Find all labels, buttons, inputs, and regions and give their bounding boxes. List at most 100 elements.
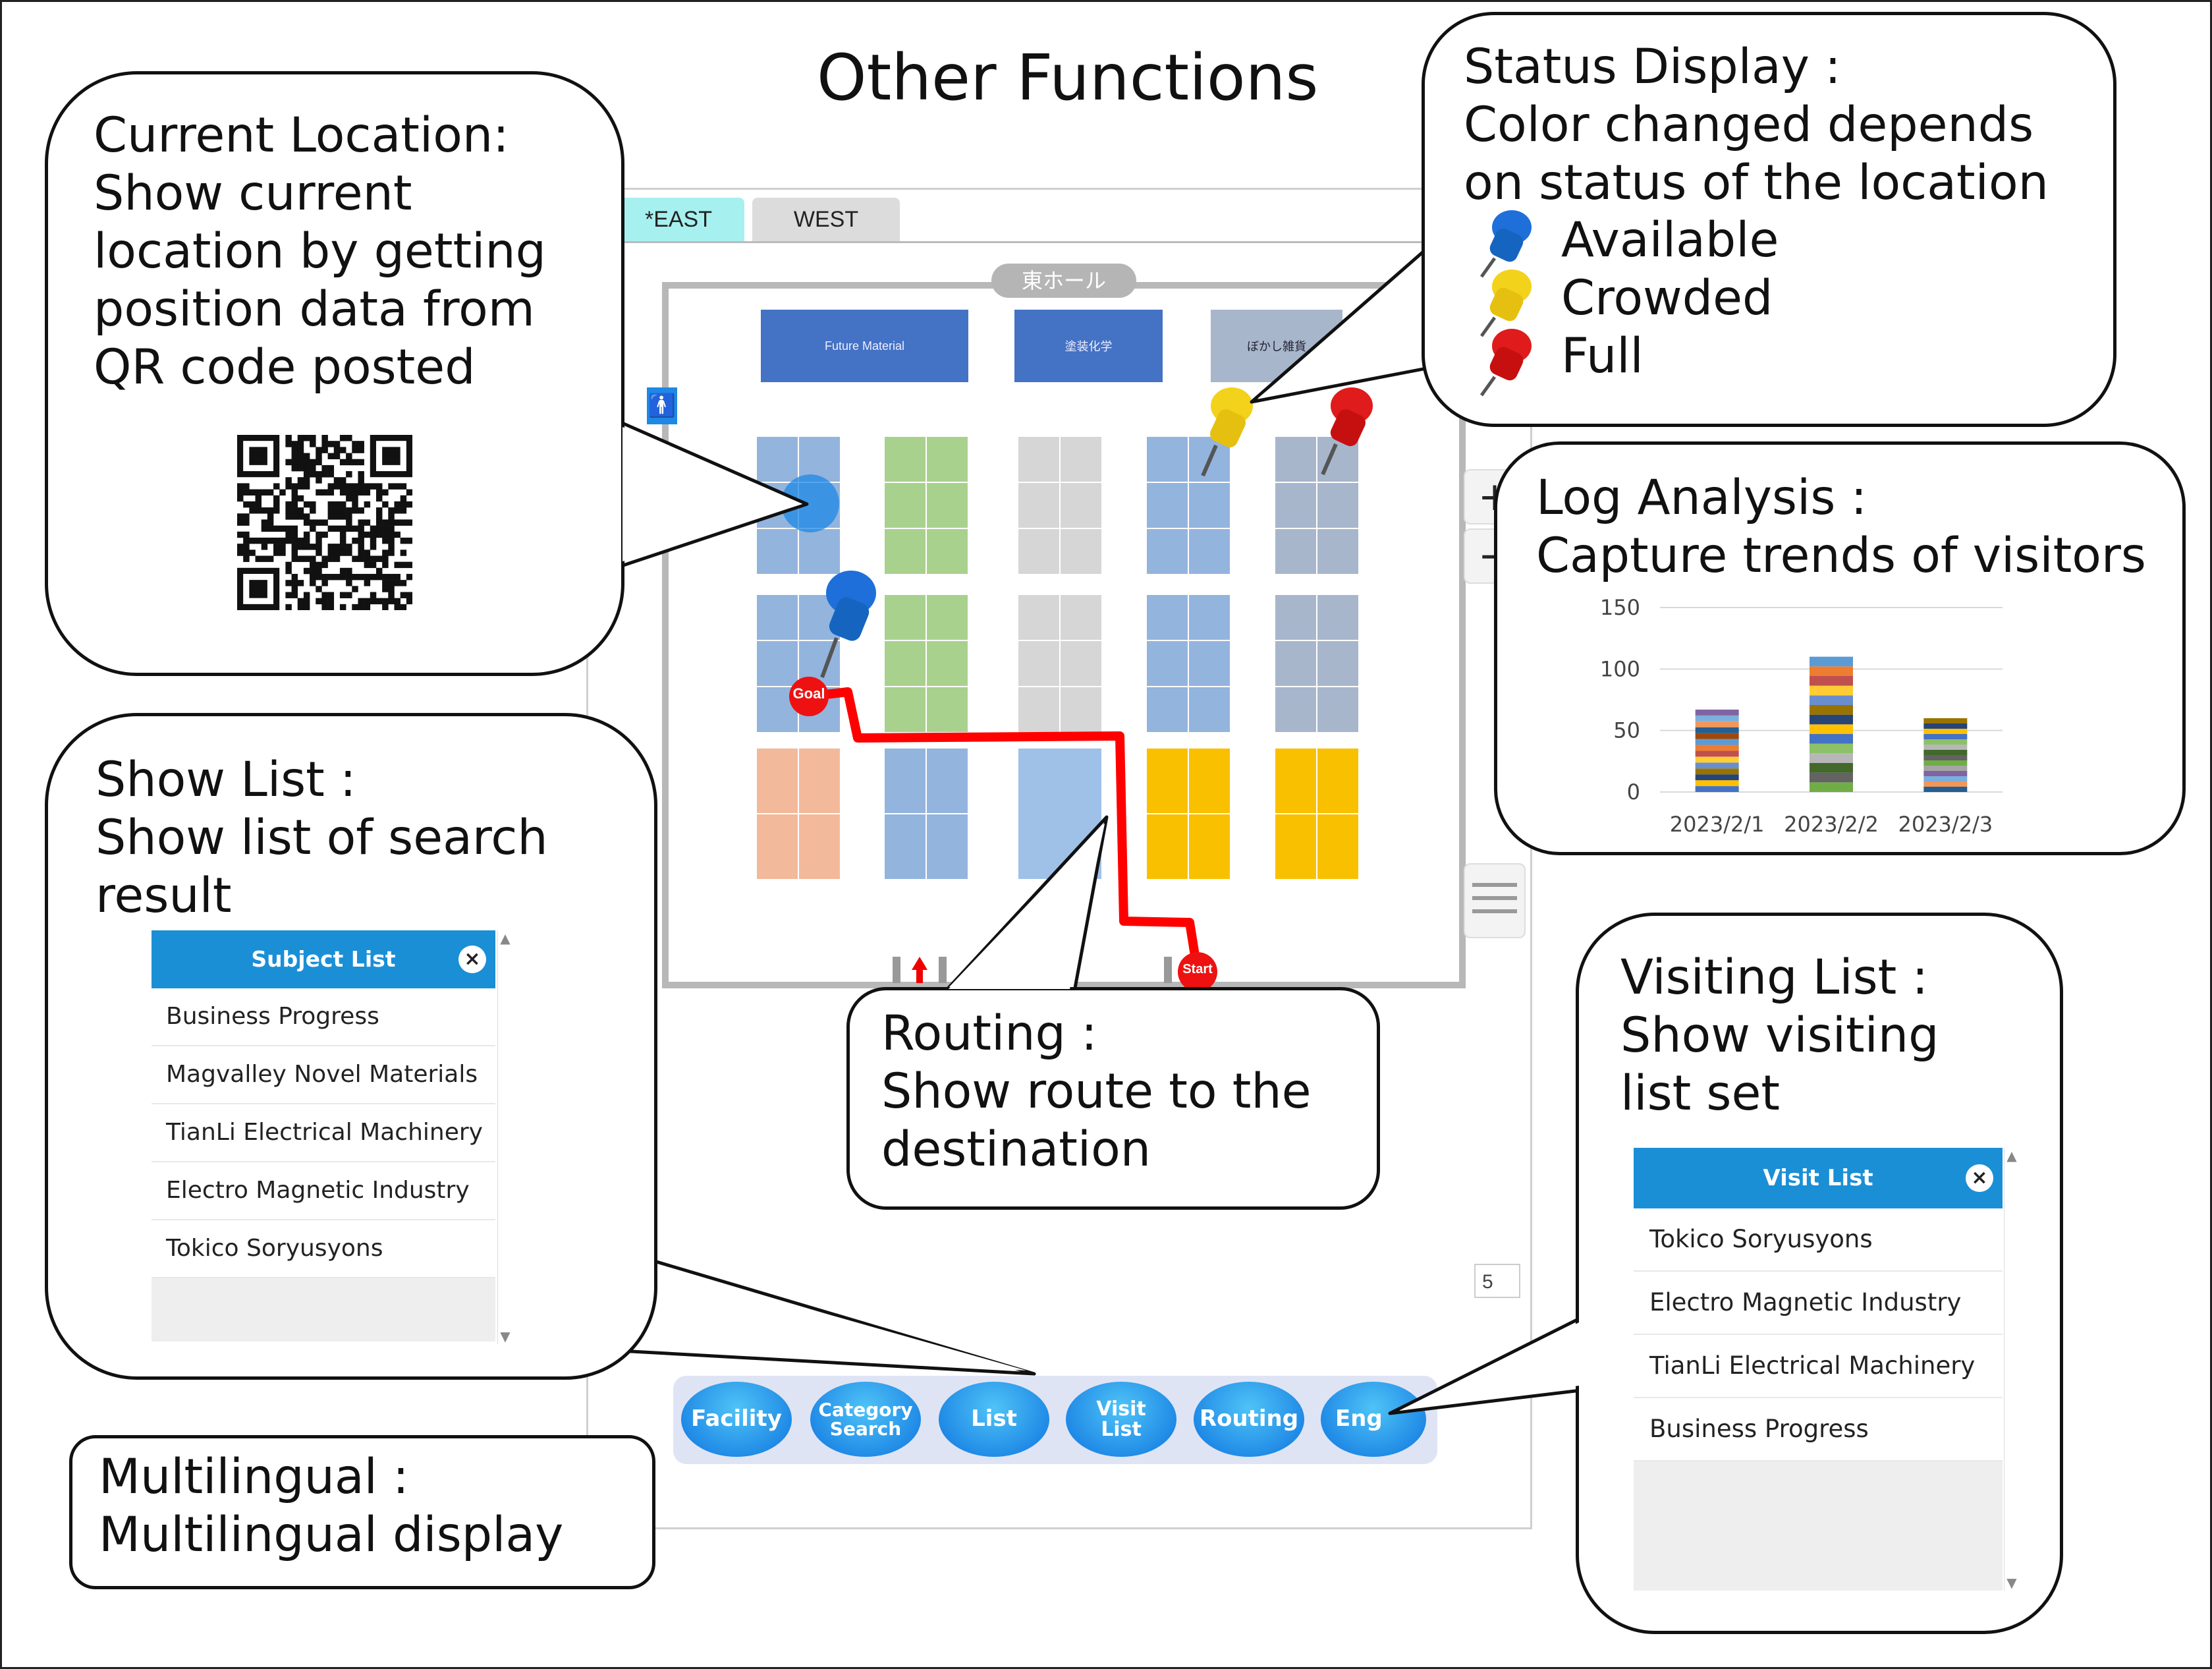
booth-cell[interactable] <box>756 748 798 814</box>
booth-cell[interactable] <box>756 594 798 640</box>
booth-cell[interactable] <box>1275 814 1317 880</box>
booth-future-material[interactable]: Future Material <box>761 310 968 382</box>
booth-cell[interactable] <box>1060 482 1102 528</box>
booth-cell[interactable] <box>1146 687 1188 733</box>
booth-cell[interactable] <box>1146 748 1188 814</box>
booth-cell[interactable] <box>884 814 926 880</box>
booth-cell[interactable] <box>1317 594 1359 640</box>
language-button[interactable]: Eng <box>1321 1382 1426 1457</box>
list-item[interactable]: TianLi Electrical Machinery <box>152 1104 495 1162</box>
booth-cell[interactable] <box>1018 528 1060 575</box>
list-item[interactable]: Electro Magnetic Industry <box>152 1162 495 1220</box>
booth-cell[interactable] <box>1275 594 1317 640</box>
booth-cell[interactable] <box>926 814 968 880</box>
booth-cell[interactable] <box>1188 748 1230 814</box>
booth-cell[interactable] <box>1146 594 1188 640</box>
booth-cell[interactable] <box>798 528 841 575</box>
routing-button[interactable]: Routing <box>1194 1382 1304 1457</box>
booth-cell[interactable] <box>1188 528 1230 575</box>
booth-cell[interactable] <box>756 640 798 687</box>
visit-list-button[interactable]: Visit List <box>1066 1382 1176 1457</box>
booth-cell[interactable] <box>884 528 926 575</box>
booth-cell[interactable] <box>926 748 968 814</box>
booth-cell[interactable] <box>1188 687 1230 733</box>
booth-cell[interactable] <box>1188 640 1230 687</box>
booth-cell[interactable] <box>1275 482 1317 528</box>
booth-cell[interactable] <box>1018 482 1060 528</box>
close-icon[interactable]: × <box>1966 1164 1993 1192</box>
booth-coating[interactable]: 塗装化学 <box>1014 310 1163 382</box>
booth-cell[interactable] <box>926 640 968 687</box>
booth-cell[interactable] <box>1275 528 1317 575</box>
booth-cell[interactable] <box>1146 482 1188 528</box>
list-button[interactable]: List <box>939 1382 1049 1457</box>
booth-cell[interactable] <box>1188 482 1230 528</box>
booth-cell[interactable] <box>1018 687 1060 733</box>
page-number[interactable]: 5 <box>1474 1264 1520 1298</box>
scroll-up-icon[interactable]: ▲ <box>2006 1148 2017 1164</box>
booth-cell[interactable] <box>884 687 926 733</box>
booth-cell[interactable] <box>1275 748 1317 814</box>
facility-button[interactable]: Facility <box>681 1382 792 1457</box>
booth-cell[interactable] <box>1146 436 1188 482</box>
entrance-arrow-stem <box>916 969 923 983</box>
booth-cell[interactable] <box>1275 436 1317 482</box>
category-search-button[interactable]: Category Search <box>810 1382 921 1457</box>
booth-cell[interactable] <box>1018 640 1060 687</box>
booth-cell[interactable] <box>1275 687 1317 733</box>
list-item[interactable]: Tokico Soryusyons <box>152 1220 495 1278</box>
booth-cell[interactable] <box>926 528 968 575</box>
menu-button[interactable] <box>1464 863 1526 938</box>
booth-cell[interactable] <box>926 687 968 733</box>
list-item[interactable]: Business Progress <box>152 988 495 1046</box>
start-marker <box>1178 952 1217 992</box>
booth-cell[interactable] <box>756 528 798 575</box>
booth-cell[interactable] <box>884 482 926 528</box>
list-item[interactable]: Electro Magnetic Industry <box>1634 1272 2003 1335</box>
booth-cell[interactable] <box>1317 640 1359 687</box>
booth-cell[interactable] <box>926 482 968 528</box>
booth-cell[interactable] <box>884 436 926 482</box>
booth-cell[interactable] <box>1060 436 1102 482</box>
booth-cell[interactable] <box>1317 748 1359 814</box>
list-item[interactable]: TianLi Electrical Machinery <box>1634 1335 2003 1398</box>
visit-list-scrollbar[interactable]: ▲ ▼ <box>2004 1148 2019 1591</box>
list-item[interactable]: Tokico Soryusyons <box>1634 1208 2003 1272</box>
booth-cell[interactable] <box>1317 814 1359 880</box>
booth-cell[interactable] <box>1317 528 1359 575</box>
booth-cell[interactable] <box>926 594 968 640</box>
booth-cell[interactable] <box>926 436 968 482</box>
booth-cell[interactable] <box>1146 528 1188 575</box>
list-item[interactable]: Magvalley Novel Materials <box>152 1046 495 1104</box>
booth-cell[interactable] <box>1317 482 1359 528</box>
booth-cell[interactable] <box>1146 640 1188 687</box>
tab-east[interactable]: *EAST <box>613 198 744 241</box>
tab-west[interactable]: WEST <box>752 198 900 241</box>
scroll-down-icon[interactable]: ▼ <box>500 1328 511 1344</box>
subject-list-scrollbar[interactable]: ▲ ▼ <box>497 930 512 1344</box>
booth-cell[interactable] <box>798 748 841 814</box>
booth-cell[interactable] <box>1317 687 1359 733</box>
bar-segment <box>1923 787 1968 792</box>
booth-cell[interactable] <box>798 814 841 880</box>
booth-cell[interactable] <box>1188 594 1230 640</box>
booth-cell[interactable] <box>756 436 798 482</box>
booth-cell[interactable] <box>884 640 926 687</box>
booth-cell[interactable] <box>1060 594 1102 640</box>
booth-cell[interactable] <box>798 436 841 482</box>
booth-cell[interactable] <box>1018 594 1060 640</box>
booth-cell[interactable] <box>1188 814 1230 880</box>
booth-cell[interactable] <box>756 814 798 880</box>
booth-cell[interactable] <box>1060 687 1102 733</box>
close-icon[interactable]: × <box>458 946 486 973</box>
list-item[interactable]: Business Progress <box>1634 1398 2003 1461</box>
booth-cell[interactable] <box>1060 640 1102 687</box>
booth-cell[interactable] <box>1146 814 1188 880</box>
booth-cell[interactable] <box>1275 640 1317 687</box>
booth-cell[interactable] <box>884 594 926 640</box>
booth-cell[interactable] <box>1060 528 1102 575</box>
booth-cell[interactable] <box>884 748 926 814</box>
scroll-up-icon[interactable]: ▲ <box>500 930 511 946</box>
scroll-down-icon[interactable]: ▼ <box>2006 1575 2017 1591</box>
booth-cell[interactable] <box>1018 436 1060 482</box>
